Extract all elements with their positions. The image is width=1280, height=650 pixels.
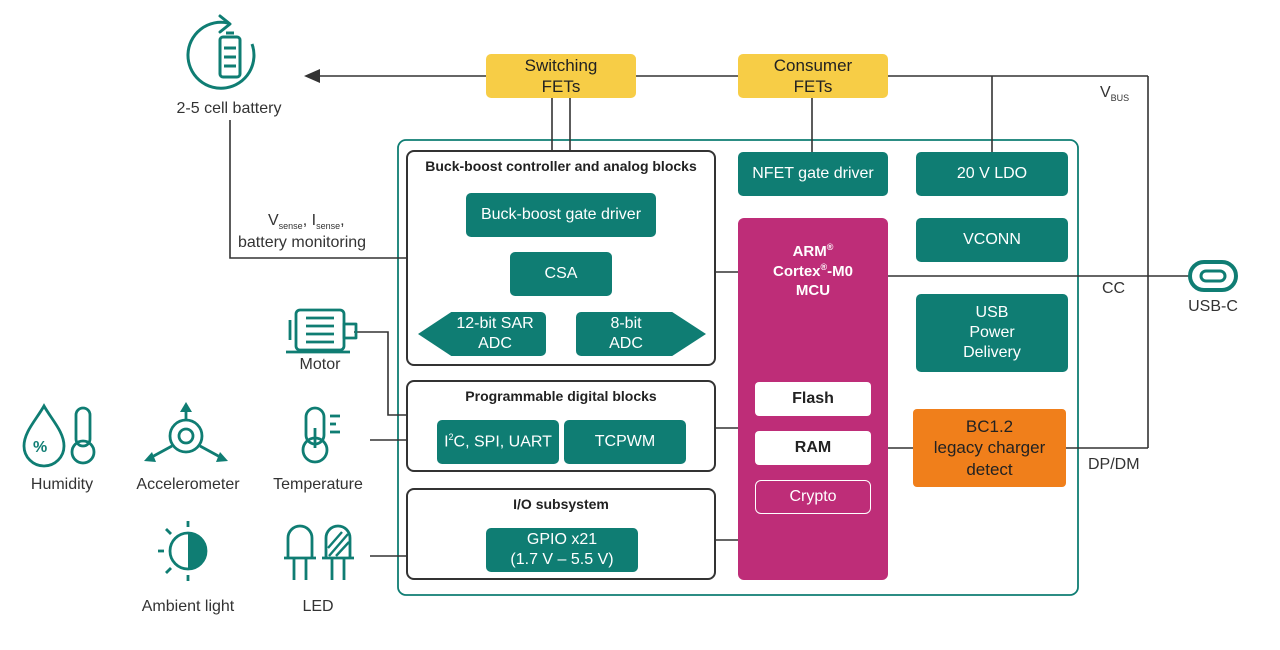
accelerometer-label: Accelerometer [136, 476, 240, 493]
tcpwm-block: TCPWM [564, 420, 686, 464]
ldo-block: 20 V LDO [916, 152, 1068, 196]
sense-label: Vsense, Isense, [268, 212, 345, 232]
ram-block: RAM [755, 431, 871, 465]
switching-fets-block: Switching FETs [486, 54, 636, 98]
temperature-label: Temperature [273, 476, 363, 493]
led-icon [284, 524, 354, 580]
motor-line [354, 331, 408, 416]
buck-boost-title: Buck-boost controller and analog blocks [425, 158, 697, 174]
cc-label: CC [1102, 280, 1126, 297]
battery-label: 2-5 cell battery [176, 100, 282, 117]
flash-block: Flash [755, 382, 871, 416]
nfet-gate-driver: NFET gate driver [738, 152, 888, 196]
humidity-icon: % [22, 403, 96, 468]
battery-icon [186, 14, 256, 90]
vbus-label: VBUS [1100, 84, 1130, 104]
battery-monitor-line [229, 120, 408, 259]
temperature-icon [301, 406, 340, 464]
switching-fets-line1: Switching [524, 55, 598, 75]
gpio-block: GPIO x21 (1.7 V – 5.5 V) [486, 528, 638, 572]
motor-icon [286, 308, 358, 354]
led-label: LED [302, 598, 334, 615]
battery-arrow-head [304, 69, 320, 83]
ambient-light-shade [188, 533, 206, 569]
usb-pd-block: USB Power Delivery [916, 294, 1068, 372]
serial-interfaces-block: I2C, SPI, UART [437, 420, 559, 464]
accelerometer-icon [149, 408, 223, 460]
battery-monitoring-label: battery monitoring [238, 234, 367, 251]
humidity-label: Humidity [30, 476, 94, 493]
motor-label: Motor [299, 356, 341, 373]
bc12-block: BC1.2 legacy charger detect [913, 409, 1066, 487]
switching-fets-line2: FETs [541, 77, 581, 96]
usb-c-label: USB-C [1188, 298, 1238, 315]
vconn-block: VCONN [916, 218, 1068, 262]
dpdm-label: DP/DM [1088, 456, 1140, 473]
digital-blocks-title: Programmable digital blocks [465, 388, 657, 404]
chip-boundary [397, 139, 1079, 596]
io-subsystem-title: I/O subsystem [513, 496, 609, 512]
led-hatch [327, 531, 350, 557]
consumer-fets-line1: Consumer [773, 55, 853, 75]
consumer-fets-line2: FETs [793, 77, 833, 96]
svg-text:%: % [33, 439, 47, 456]
buck-boost-gate-driver: Buck-boost gate driver [466, 193, 656, 237]
consumer-fets-block: Consumer FETs [738, 54, 888, 98]
ambient-light-label: Ambient light [141, 598, 235, 615]
crypto-block: Crypto [755, 480, 871, 514]
csa-block: CSA [510, 252, 612, 296]
usb-c-icon [1188, 260, 1238, 292]
accelerometer-arrowheads [144, 402, 228, 462]
mcu-title: ARM® Cortex®-M0 MCU [773, 242, 853, 299]
